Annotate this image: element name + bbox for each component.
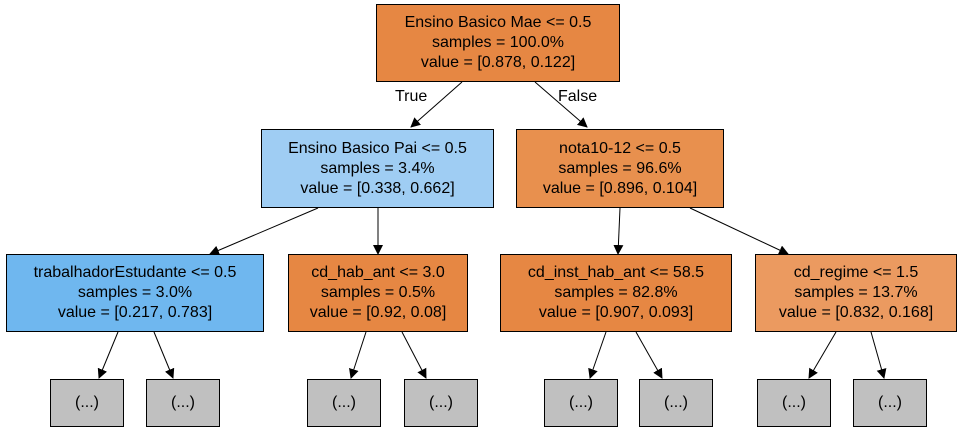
edge-rl-leaf2 [635,331,663,379]
leaf-node: (...) [544,379,618,427]
edge-label-false: False [558,88,598,105]
leaf-node: (...) [853,379,927,427]
node-right-samples: samples = 96.6% [558,159,682,177]
edge-right-rr [689,207,789,255]
leaf-node: (...) [146,379,220,427]
node-ll: trabalhadorEstudante <= 0.5 samples = 3.… [6,254,264,332]
edge-rr-leaf2 [870,331,887,379]
edge-right-rl [613,207,624,255]
edge-label-true: True [395,88,428,105]
node-lr-value: value = [0.92, 0.08] [309,304,447,321]
node-lr-condition: cd_hab_ant <= 3.0 [311,264,445,281]
node-ll-condition: trabalhadorEstudante <= 0.5 [33,264,237,281]
edge-root-right [534,81,588,128]
node-rr-condition: cd_regime <= 1.5 [793,264,919,281]
edge-lr-leaf2 [401,331,427,379]
node-root-condition: Ensino Basico Mae <= 0.5 [404,14,592,31]
node-root-samples: samples = 100.0% [431,34,565,51]
node-lr-samples: samples = 0.5% [320,284,436,301]
node-root: Ensino Basico Mae <= 0.5 samples = 100.0… [376,4,620,82]
node-rl-condition: cd_inst_hab_ant <= 58.5 [527,264,705,281]
node-left: Ensino Basico Pai <= 0.5 samples = 3.4% … [261,129,494,208]
node-ll-value: value = [0.217, 0.783] [57,304,213,321]
node-right: nota10-12 <= 0.5 samples = 96.6% value =… [516,129,724,208]
leaf-node: (...) [50,379,124,427]
node-rl-value: value = [0.907, 0.093] [538,304,694,321]
node-rl-samples: samples = 82.8% [554,284,678,301]
leaf-node: (...) [639,379,713,427]
node-right-condition: nota10-12 <= 0.5 [559,139,681,157]
node-rr-value: value = [0.832, 0.168] [778,304,934,321]
edge-rl-leaf1 [588,331,607,379]
edge-ll-leaf2 [153,331,175,379]
edge-root-left [410,81,463,128]
node-left-condition: Ensino Basico Pai <= 0.5 [288,139,467,157]
leaf-node: (...) [307,379,381,427]
leaf-node: (...) [757,379,831,427]
node-root-value: value = [0.878, 0.122] [420,54,576,71]
edge-rr-leaf1 [808,331,837,379]
leaf-node: (...) [404,379,478,427]
edge-lr-leaf1 [349,331,367,379]
node-rr: cd_regime <= 1.5 samples = 13.7% value =… [755,254,957,332]
node-lr: cd_hab_ant <= 3.0 samples = 0.5% value =… [288,254,468,332]
node-rl: cd_inst_hab_ant <= 58.5 samples = 82.8% … [500,254,732,332]
edge-left-ll [209,207,319,256]
edge-ll-leaf1 [97,331,119,379]
node-rr-samples: samples = 13.7% [794,284,918,301]
node-left-value: value = [0.338, 0.662] [300,179,455,197]
node-right-value: value = [0.896, 0.104] [542,179,698,197]
node-ll-samples: samples = 3.0% [77,284,193,301]
node-left-samples: samples = 3.4% [320,159,435,177]
